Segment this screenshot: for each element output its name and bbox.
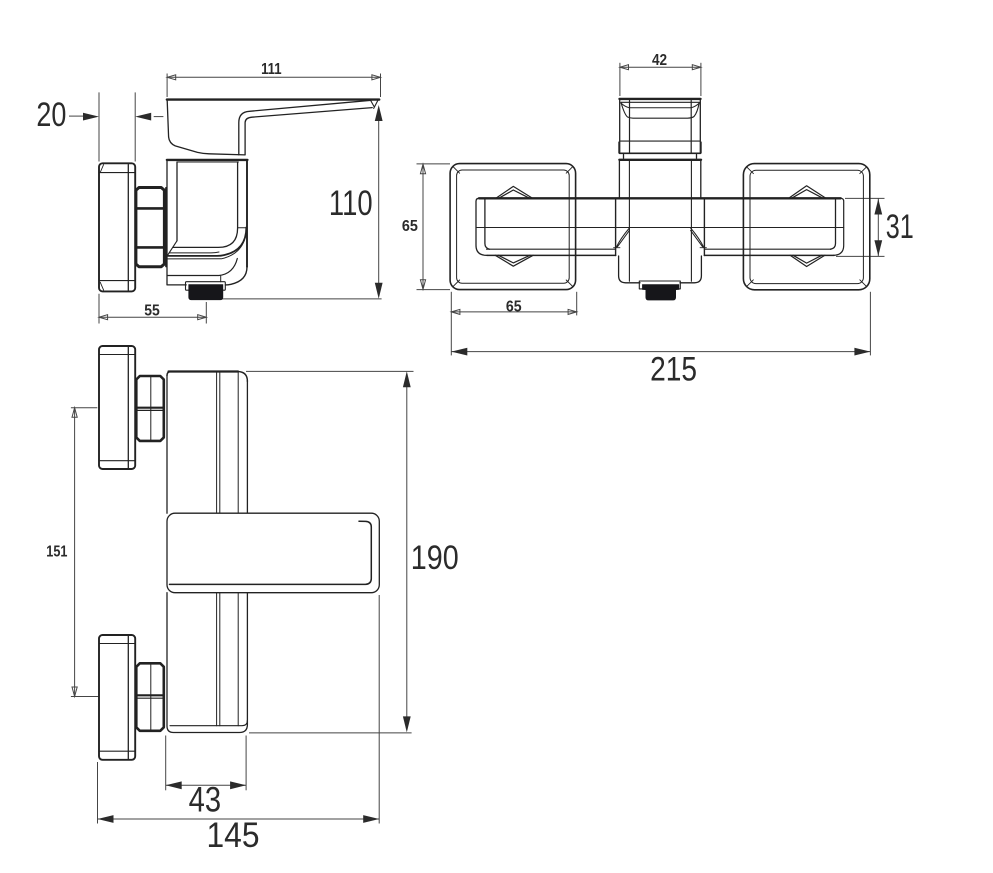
svg-text:111: 111 <box>261 61 282 78</box>
svg-text:151: 151 <box>46 543 67 560</box>
svg-text:145: 145 <box>207 815 260 855</box>
svg-text:42: 42 <box>652 52 667 69</box>
svg-text:43: 43 <box>189 781 222 820</box>
svg-text:65: 65 <box>506 299 522 316</box>
svg-text:55: 55 <box>144 302 160 319</box>
svg-text:20: 20 <box>36 96 66 134</box>
svg-text:190: 190 <box>411 539 459 577</box>
svg-text:65: 65 <box>402 218 418 235</box>
svg-text:110: 110 <box>329 183 373 223</box>
svg-text:31: 31 <box>886 208 914 246</box>
svg-text:215: 215 <box>650 350 697 388</box>
